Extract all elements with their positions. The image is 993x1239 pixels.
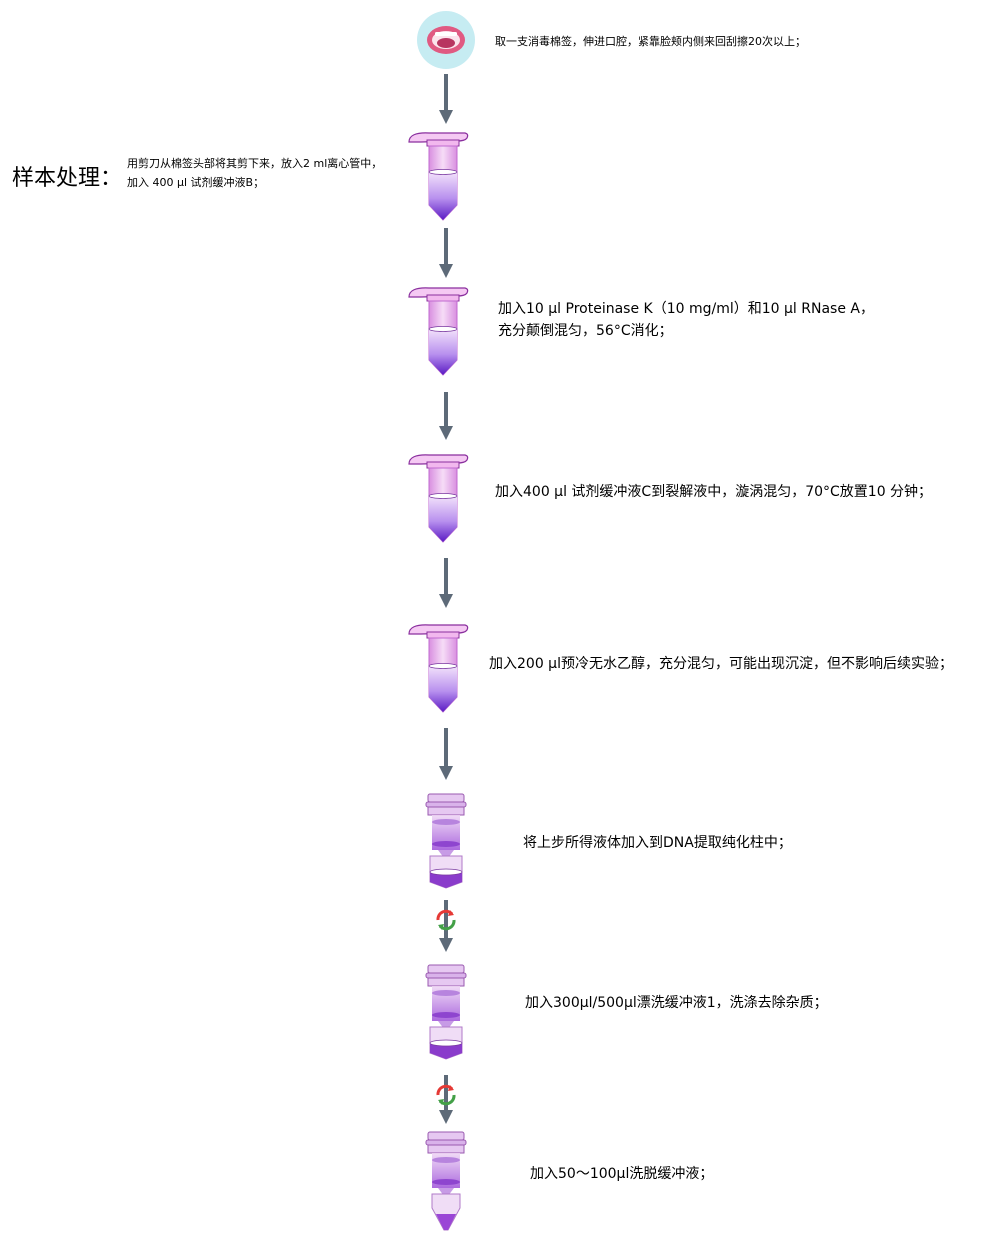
spin-column-icon — [425, 964, 467, 1060]
step-4-text: 加入400 μl 试剂缓冲液C到裂解液中，漩涡混匀，70°C放置10 分钟； — [495, 484, 933, 500]
spin-column-icon — [425, 793, 467, 889]
step-6-text: 将上步所得液体加入到DNA提取纯化柱中； — [523, 835, 792, 851]
step-5-text: 加入200 μl预冷无水乙醇，充分混匀，可能出现沉淀，但不影响后续实验； — [489, 656, 953, 672]
centrifuge-icon — [436, 1084, 456, 1106]
section-title: 样本处理： — [12, 166, 123, 191]
step-8-text: 加入50～100μl洗脱缓冲液； — [530, 1166, 714, 1182]
microcentrifuge-tube-icon — [408, 624, 469, 713]
step-3-text: 加入10 μl Proteinase K（10 mg/ml）和10 μl RNa… — [498, 298, 874, 342]
step-3-line-2: 充分颠倒混匀，56°C消化； — [498, 323, 673, 339]
step-1-text: 取一支消毒棉签，伸进口腔，紧靠脸颊内侧来回刮擦20次以上； — [495, 35, 806, 48]
spin-column-icon — [425, 1131, 467, 1231]
step-2-line-1: 用剪刀从棉签头部将其剪下来，放入2 ml离心管中， — [127, 157, 383, 170]
step-2-line-2: 加入 400 μl 试剂缓冲液B； — [127, 176, 265, 189]
microcentrifuge-tube-icon — [408, 454, 469, 543]
microcentrifuge-tube-icon — [408, 287, 469, 376]
step-7-text: 加入300μl/500μl漂洗缓冲液1，洗涤去除杂质； — [525, 995, 828, 1011]
centrifuge-icon — [436, 909, 456, 931]
microcentrifuge-tube-icon — [408, 132, 469, 221]
step-2-text: 用剪刀从棉签头部将其剪下来，放入2 ml离心管中， 加入 400 μl 试剂缓冲… — [127, 154, 382, 192]
mouth-icon — [417, 11, 475, 69]
step-3-line-1: 加入10 μl Proteinase K（10 mg/ml）和10 μl RNa… — [498, 301, 874, 317]
